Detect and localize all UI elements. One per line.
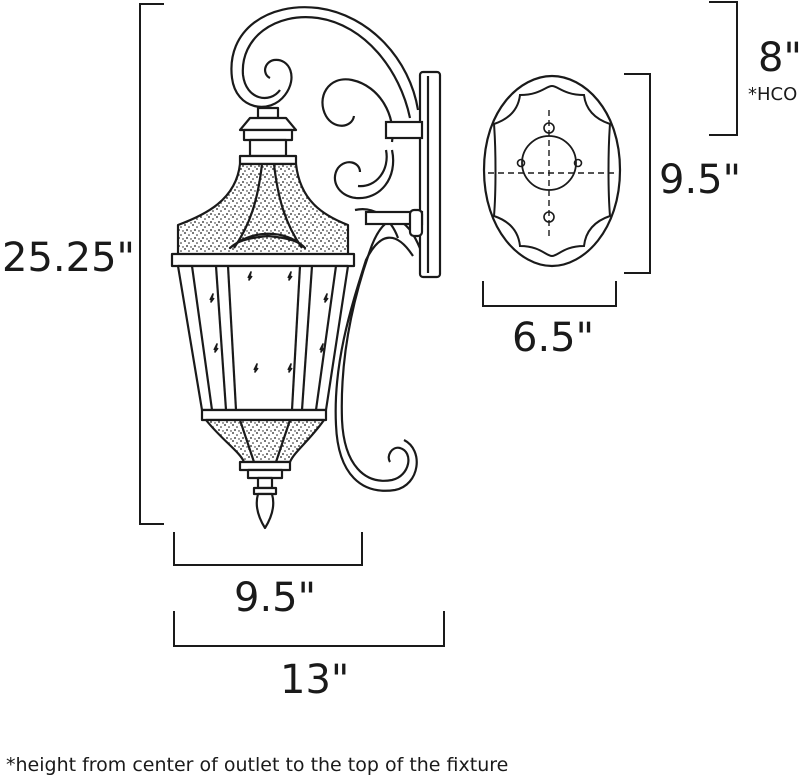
footnote: *height from center of outlet to the top…	[6, 754, 509, 776]
depth-dimension-bracket	[173, 611, 445, 647]
height-dimension-bracket	[139, 3, 164, 525]
plate-height-bracket	[624, 73, 651, 274]
hco-note-label: *HCO	[748, 84, 798, 105]
width-dimension-label: 9.5"	[234, 575, 317, 621]
lantern	[170, 106, 356, 530]
height-dimension-label: 25.25"	[2, 235, 135, 281]
depth-dimension-label: 13"	[280, 657, 350, 703]
width-dimension-bracket	[173, 532, 363, 566]
hco-dimension-label: 8"	[758, 35, 802, 81]
hco-dimension-bracket	[709, 1, 738, 136]
wall-plate-side	[364, 70, 442, 279]
plate-height-label: 9.5"	[659, 157, 742, 203]
plate-width-label: 6.5"	[512, 315, 595, 361]
scroll-arm	[230, 6, 427, 492]
backplate-front-view	[482, 74, 622, 268]
plate-width-bracket	[482, 281, 617, 307]
